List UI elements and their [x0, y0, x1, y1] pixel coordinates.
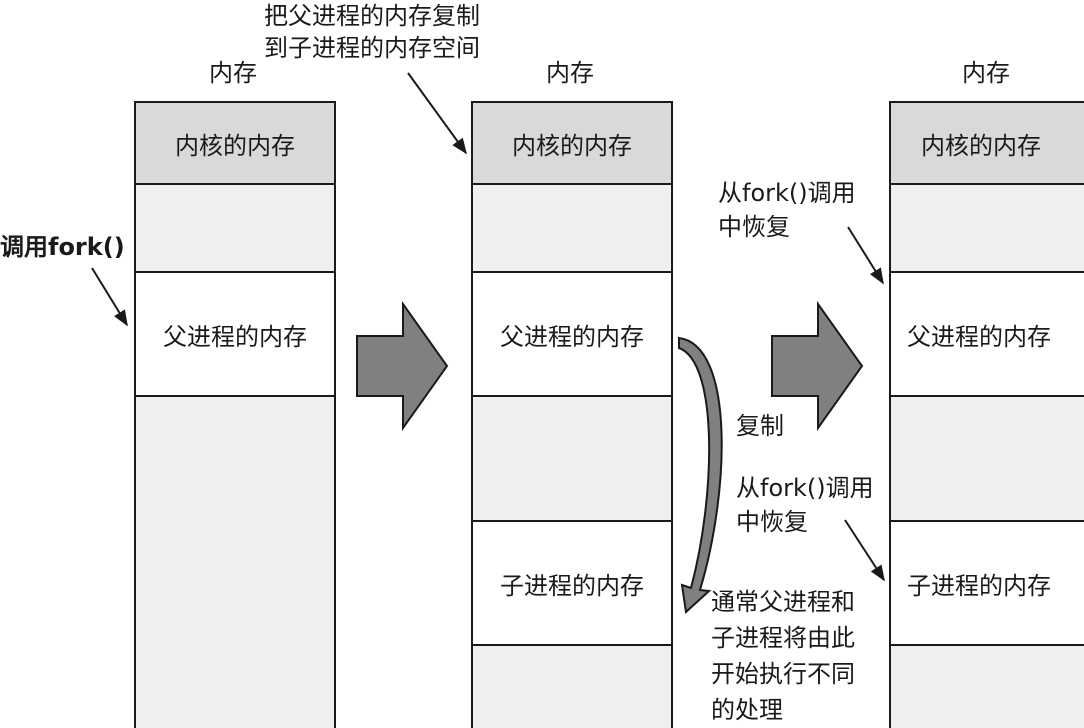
memory-column-3: 内核的内存 父进程的内存 子进程的内存 [889, 101, 1084, 728]
resume-bottom-text: 从fork()调用 中恢复 [736, 474, 874, 536]
copy-curved-arrow [678, 336, 723, 615]
transition-arrow-2 [771, 300, 864, 432]
memory-column-1: 内核的内存 父进程的内存 [134, 101, 336, 728]
parent-memory-block: 父进程的内存 [473, 271, 671, 395]
pointer-resume-bottom [844, 519, 885, 582]
free-memory-block [891, 644, 1084, 728]
kernel-memory-block: 内核的内存 [473, 103, 671, 183]
copy-note-text: 把父进程的内存复制 到子进程的内存空间 [264, 2, 480, 62]
parent-memory-label: 父进程的内存 [907, 322, 1051, 351]
kernel-memory-label: 内核的内存 [512, 131, 632, 160]
child-memory-label: 子进程的内存 [907, 571, 1051, 600]
parent-memory-label: 父进程的内存 [163, 322, 307, 351]
resume-top-text: 从fork()调用 中恢复 [718, 179, 856, 241]
free-memory-block [473, 183, 671, 271]
copy-text: 复制 [736, 412, 784, 440]
free-memory-block [136, 395, 334, 728]
kernel-memory-label: 内核的内存 [175, 131, 295, 160]
free-memory-block [473, 395, 671, 520]
child-memory-label: 子进程的内存 [500, 571, 644, 600]
free-memory-block [473, 644, 671, 728]
diverge-text: 通常父进程和 子进程将由此 开始执行不同 的处理 [711, 588, 855, 724]
free-memory-block [891, 395, 1084, 520]
memory-title-2: 内存 [546, 59, 594, 87]
parent-memory-block: 父进程的内存 [891, 271, 1084, 395]
child-memory-block: 子进程的内存 [891, 520, 1084, 644]
kernel-memory-block: 内核的内存 [891, 103, 1084, 183]
kernel-memory-label: 内核的内存 [921, 131, 1041, 160]
kernel-memory-block: 内核的内存 [136, 103, 334, 183]
child-memory-block: 子进程的内存 [473, 520, 671, 644]
memory-title-1: 内存 [209, 59, 257, 87]
transition-arrow-1 [356, 300, 449, 432]
parent-memory-label: 父进程的内存 [500, 322, 644, 351]
memory-column-2: 内核的内存 父进程的内存 子进程的内存 [471, 101, 673, 728]
free-memory-block [891, 183, 1084, 271]
pointer-copy-note [407, 72, 467, 155]
memory-title-3: 内存 [962, 59, 1010, 87]
parent-memory-block: 父进程的内存 [136, 271, 334, 395]
free-memory-block [136, 183, 334, 271]
call-fork-text: 调用fork() [0, 233, 125, 261]
pointer-call-fork [91, 267, 128, 327]
pointer-resume-top [847, 226, 884, 285]
